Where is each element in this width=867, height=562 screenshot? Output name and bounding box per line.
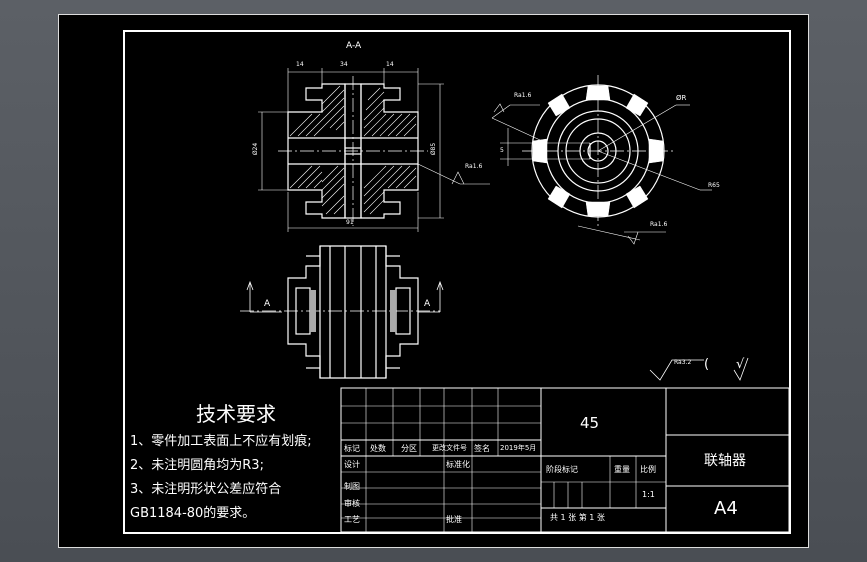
- dim-r65: R65: [708, 182, 720, 189]
- cut-label-right: A: [424, 299, 431, 309]
- tb-zone: 分区: [401, 444, 417, 453]
- tb-doc: 更改文件号: [432, 444, 467, 452]
- tb-mark: 标记: [344, 444, 360, 453]
- tech-item-3: 3、未注明形状公差应符合: [130, 482, 282, 497]
- global-roughness-symbol: [649, 357, 749, 381]
- side-view-dimensions: [491, 103, 712, 245]
- section-dimensions: [258, 68, 490, 232]
- dim-14-right: 14: [386, 61, 394, 68]
- tb-stage: 阶段标记: [546, 465, 578, 474]
- tech-item-1: 1、零件加工表面上不应有划痕;: [130, 434, 312, 449]
- tb-date: 2019年5月: [500, 444, 537, 452]
- side-view-jaws: [532, 85, 664, 217]
- roughness-face: Ra1.6: [650, 221, 668, 228]
- section-view: [278, 76, 428, 226]
- part-name: 联轴器: [704, 453, 746, 469]
- roughness-paren: (: [704, 357, 710, 372]
- tb-sign: 签名: [474, 444, 490, 453]
- tb-count: 处数: [370, 444, 386, 453]
- dim-dia-85: Ø85: [430, 142, 438, 156]
- section-arrows: [246, 280, 444, 313]
- roughness-global: Ra3.2: [674, 359, 692, 366]
- tb-design: 设计: [344, 460, 360, 469]
- drawing-frame: [123, 30, 791, 534]
- tb-sheets: 共 1 张 第 1 张: [550, 513, 605, 522]
- dim-dia-24: Ø24: [252, 142, 260, 156]
- tech-item-2: 2、未注明圆角均为R3;: [130, 458, 264, 473]
- tb-drawn: 制图: [344, 482, 360, 491]
- dim-5: 5: [500, 147, 504, 154]
- dim-14-left: 14: [296, 61, 304, 68]
- roughness-bore: Ra1.6: [514, 92, 532, 99]
- cut-label-left: A: [264, 299, 271, 309]
- dim-91: 91: [346, 219, 354, 226]
- drawing-sheet: [58, 14, 809, 548]
- tb-proc: 工艺: [344, 515, 360, 524]
- section-hatch: [289, 85, 417, 215]
- tb-std: 标准化: [446, 460, 470, 469]
- front-view: [240, 245, 440, 379]
- tb-approve: 批准: [446, 515, 462, 524]
- tb-scale-label: 比例: [640, 465, 656, 474]
- roughness-check: √: [736, 357, 745, 372]
- section-label: A-A: [346, 41, 362, 51]
- tb-weight: 重量: [614, 465, 630, 474]
- tech-title: 技术要求: [196, 402, 276, 426]
- roughness-section: Ra1.6: [465, 163, 483, 170]
- dim-34: 34: [340, 61, 348, 68]
- sheet-size: A4: [714, 498, 738, 519]
- tb-check: 审核: [344, 499, 360, 508]
- tech-item-4: GB1184-80的要求。: [130, 506, 256, 521]
- material: 45: [580, 414, 600, 432]
- dim-radius-phi: ØR: [676, 94, 687, 102]
- tb-scale-value: 1:1: [642, 490, 655, 499]
- title-block-grid: [340, 387, 790, 533]
- front-view-elastic-elements: [310, 290, 396, 332]
